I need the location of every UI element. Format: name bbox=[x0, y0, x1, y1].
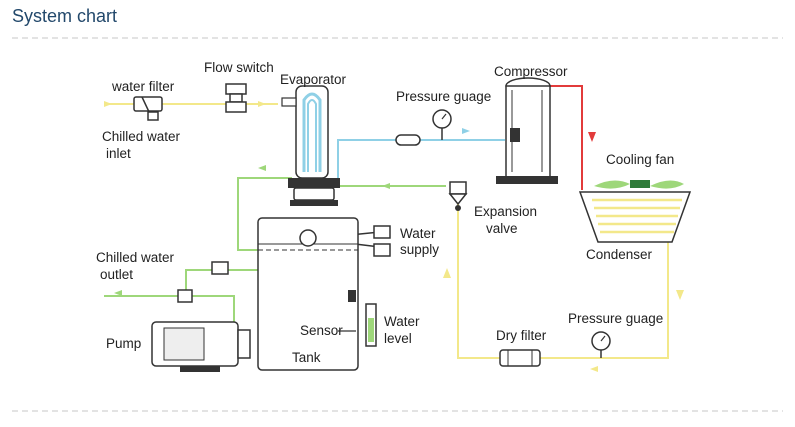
label-water-level-2: level bbox=[384, 331, 412, 346]
outlet-arrow bbox=[114, 290, 122, 296]
outlet-valve-icon bbox=[177, 261, 229, 303]
inlet-arrow-2 bbox=[258, 101, 266, 107]
hot-gas-arrow bbox=[588, 132, 596, 142]
label-pump: Pump bbox=[106, 336, 141, 351]
label-chilled-water-outlet-2: outlet bbox=[100, 267, 133, 282]
label-pressure-guage-bottom: Pressure guage bbox=[568, 311, 663, 326]
liquid-arrow-up bbox=[443, 268, 451, 278]
label-evaporator: Evaporator bbox=[280, 72, 347, 87]
inlet-arrow bbox=[104, 101, 112, 107]
label-cooling-fan: Cooling fan bbox=[606, 152, 674, 167]
pump-icon bbox=[151, 321, 251, 372]
water-supply-valve-icon bbox=[373, 225, 391, 257]
pump-pipe bbox=[186, 295, 235, 330]
water-filter-icon bbox=[133, 96, 163, 121]
liquid-pipe bbox=[540, 240, 669, 359]
cooling-fan-icon bbox=[594, 180, 684, 189]
label-expansion-valve-1: Expansion bbox=[474, 204, 537, 219]
liquid-arrow-left bbox=[590, 366, 598, 372]
flow-switch-icon bbox=[225, 83, 247, 113]
label-expansion-valve-2: valve bbox=[486, 221, 518, 236]
label-water-supply-2: supply bbox=[400, 242, 439, 257]
label-tank: Tank bbox=[292, 350, 321, 365]
pressure-gauge-top-icon bbox=[395, 109, 452, 146]
liquid-arrow-down bbox=[676, 290, 684, 300]
label-water-level-1: Water bbox=[384, 314, 420, 329]
expansion-evap-arrow bbox=[382, 183, 390, 189]
label-chilled-water-outlet-1: Chilled water bbox=[96, 250, 175, 265]
label-condenser: Condenser bbox=[586, 247, 653, 262]
evap-tank-pipe bbox=[237, 177, 292, 251]
label-water-filter: water filter bbox=[111, 79, 175, 94]
page-title: System chart bbox=[12, 6, 118, 26]
label-dry-filter: Dry filter bbox=[496, 328, 547, 343]
expansion-valve-icon bbox=[448, 181, 468, 211]
suction-pipe bbox=[337, 139, 398, 182]
label-pressure-guage-top: Pressure guage bbox=[396, 89, 491, 104]
suction-arrow bbox=[462, 128, 470, 134]
label-water-supply-1: Water bbox=[400, 226, 436, 241]
dry-filter-icon bbox=[499, 349, 541, 367]
evap-return-arrow bbox=[258, 165, 266, 171]
liquid-pipe-2 bbox=[457, 200, 500, 359]
condenser-icon bbox=[578, 191, 692, 243]
label-chilled-water-inlet-1: Chilled water bbox=[102, 129, 181, 144]
tank-icon bbox=[257, 217, 359, 371]
label-compressor: Compressor bbox=[494, 64, 568, 79]
compressor-icon bbox=[496, 77, 558, 184]
water-level-gauge-icon bbox=[365, 303, 377, 347]
evaporator-icon bbox=[281, 85, 340, 206]
label-sensor: Sensor bbox=[300, 323, 343, 338]
label-flow-switch: Flow switch bbox=[204, 60, 274, 75]
pressure-gauge-bottom-icon bbox=[591, 331, 611, 358]
label-chilled-water-inlet-2: inlet bbox=[106, 146, 131, 161]
